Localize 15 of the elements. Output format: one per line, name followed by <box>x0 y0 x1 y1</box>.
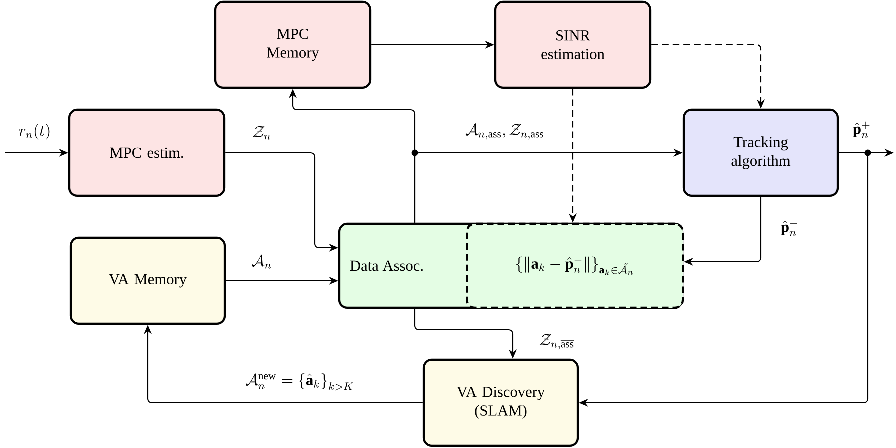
edge-label: $\mathcal{A}_{n,\mathrm{ass}}, \mathcal{Z}_{n,\mathrm{ass}}$ <box>464 122 546 142</box>
process-box: VA Discovery (SLAM) <box>422 358 580 448</box>
edge-label: $\mathcal{Z}_{n,\overline{\mathrm{ass}}}$ <box>538 332 576 352</box>
edge-label: $\mathcal{Z}_n$ <box>251 125 273 141</box>
process-box: SINR estimation <box>494 0 652 90</box>
edge-label: $\hat{\mathbf{p}}_n^+$ <box>852 120 872 140</box>
edge-label: $\hat{\mathbf{p}}_n^-$ <box>780 218 800 238</box>
edge-label: $\mathcal{A}_n^{\mathrm{new}} = \left\{\hat{\mathbf{a}}_k\right\}_{k>K}$ <box>244 372 356 392</box>
process-box: MPC Memory <box>214 0 372 90</box>
process-box: VA Memory <box>70 236 226 326</box>
edge-label: $\mathcal{A}_n$ <box>250 254 274 270</box>
process-box: Tracking algorithm <box>682 108 840 198</box>
dashed-box: $\left\{\|\mathbf{a}_k-\hat{\mathbf{p}}_n^-\|\right\}_{\mathbf{a}_k\in\tilde{\mathcal{A}_n}}$ <box>466 222 684 310</box>
edge-label: $r_n(t)$ <box>17 122 53 142</box>
process-box: MPC estim. <box>68 108 226 198</box>
